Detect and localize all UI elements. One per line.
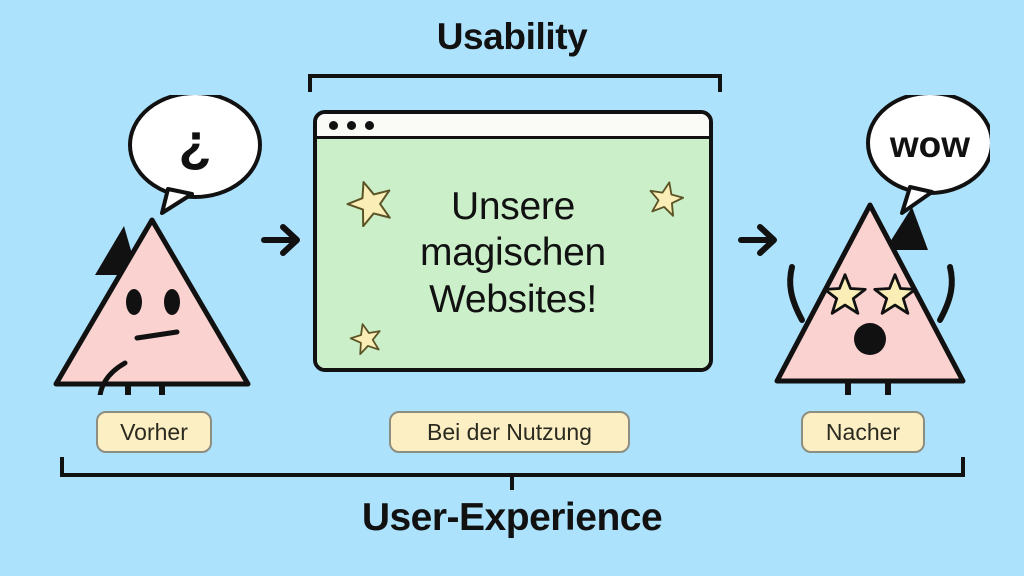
before-eye-left	[126, 289, 142, 315]
before-character-illustration: ¿	[53, 91, 262, 420]
user-experience-heading: User-Experience	[361, 496, 663, 539]
arrow-before-to-during	[258, 217, 304, 263]
star-top-right-icon	[647, 179, 685, 222]
before-eye-right	[164, 289, 180, 315]
after-mouth	[854, 323, 886, 355]
ux-bracket-tick-right	[961, 457, 965, 477]
browser-dot-minimize[interactable]	[347, 120, 356, 130]
after-hair-tuft	[885, 207, 928, 250]
ux-bracket-tick-center	[510, 473, 514, 490]
usability-bracket-tick-left	[308, 74, 312, 92]
browser-headline: Unsere magischen Websites!	[420, 184, 606, 322]
after-eye-right-star	[873, 273, 917, 315]
browser-dot-maximize[interactable]	[365, 120, 374, 130]
before-character: ¿	[40, 91, 270, 420]
browser-dot-close[interactable]	[329, 120, 338, 130]
step-label-during[interactable]: Bei der Nutzung	[389, 411, 630, 453]
browser-titlebar	[317, 114, 709, 139]
after-speech-bubble: wow	[866, 91, 994, 215]
star-bottom-left-icon	[349, 321, 383, 360]
browser-content: Unsere magischen Websites!	[317, 139, 709, 368]
usability-bracket-line	[308, 74, 722, 78]
browser-window[interactable]: Unsere magischen Websites!	[313, 110, 713, 372]
before-speech-bubble: ¿	[128, 91, 262, 215]
usability-heading: Usability	[436, 16, 588, 57]
browser-headline-line-1: Unsere	[451, 185, 575, 229]
browser-headline-line-3: Websites!	[429, 277, 597, 321]
after-body	[774, 202, 966, 384]
before-mouth	[134, 329, 180, 341]
ux-bracket-tick-left	[60, 457, 64, 477]
browser-headline-line-2: magischen	[420, 231, 606, 275]
step-label-after[interactable]: Nacher	[801, 411, 925, 453]
arrow-right-icon	[738, 224, 777, 256]
after-eye-left-star	[823, 273, 867, 315]
after-arm-left	[787, 264, 805, 323]
step-label-before[interactable]: Vorher	[96, 411, 212, 453]
before-bubble-text: ¿	[179, 113, 212, 173]
usability-bracket-tick-right	[718, 74, 722, 92]
star-top-left-icon	[345, 177, 395, 232]
arrow-right-icon	[261, 224, 300, 256]
after-bubble-text: wow	[889, 124, 970, 165]
before-body	[53, 217, 251, 387]
arrow-during-to-after	[735, 217, 781, 263]
after-character: wow	[760, 91, 994, 416]
after-arm-right	[937, 264, 955, 323]
after-character-illustration: wow	[774, 91, 994, 416]
